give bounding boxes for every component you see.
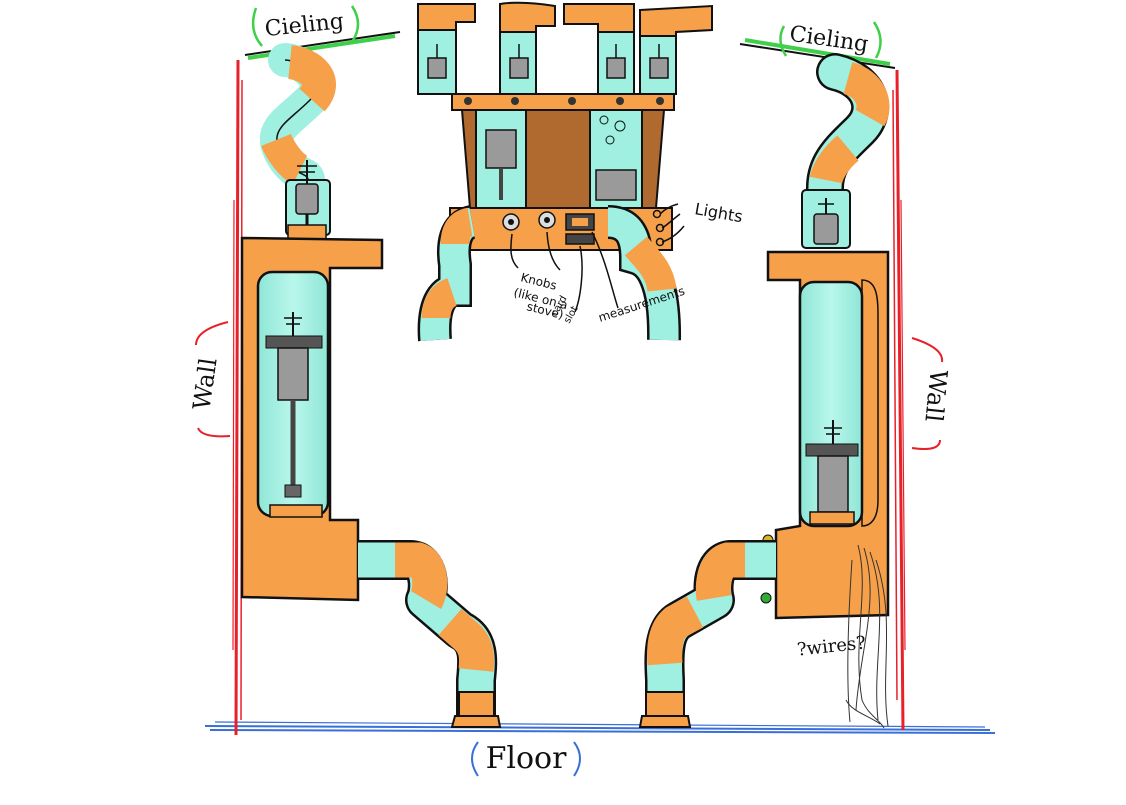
right-top-pipe <box>825 72 873 200</box>
left-wall <box>233 60 242 735</box>
left-ceiling: Cieling <box>245 6 400 58</box>
right-ceiling: Cieling <box>740 22 895 68</box>
knob-icon <box>503 214 519 230</box>
floor-label: Floor <box>472 741 580 776</box>
floor-text: Floor <box>486 741 568 776</box>
ceiling-right-label: Cieling <box>788 22 870 58</box>
right-bottom-pipe <box>640 560 776 727</box>
wires-label: ?wires? <box>796 632 867 660</box>
knob-icon <box>539 212 555 228</box>
wall-left-text: Wall <box>188 356 223 412</box>
right-cabinet <box>761 252 888 618</box>
card-slot <box>566 234 594 244</box>
right-wall <box>893 70 905 730</box>
ceiling-left-label: Cieling <box>264 9 345 42</box>
left-wall-label: Wall <box>188 322 230 436</box>
lights-label: Lights <box>693 199 744 226</box>
wall-right-text: Wall <box>919 368 952 423</box>
left-bottom-pipe <box>358 560 500 727</box>
top-pipes <box>418 3 712 94</box>
right-wall-label: Wall <box>912 338 953 449</box>
floor-lines <box>205 722 995 733</box>
right-upper-chamber <box>802 190 850 248</box>
